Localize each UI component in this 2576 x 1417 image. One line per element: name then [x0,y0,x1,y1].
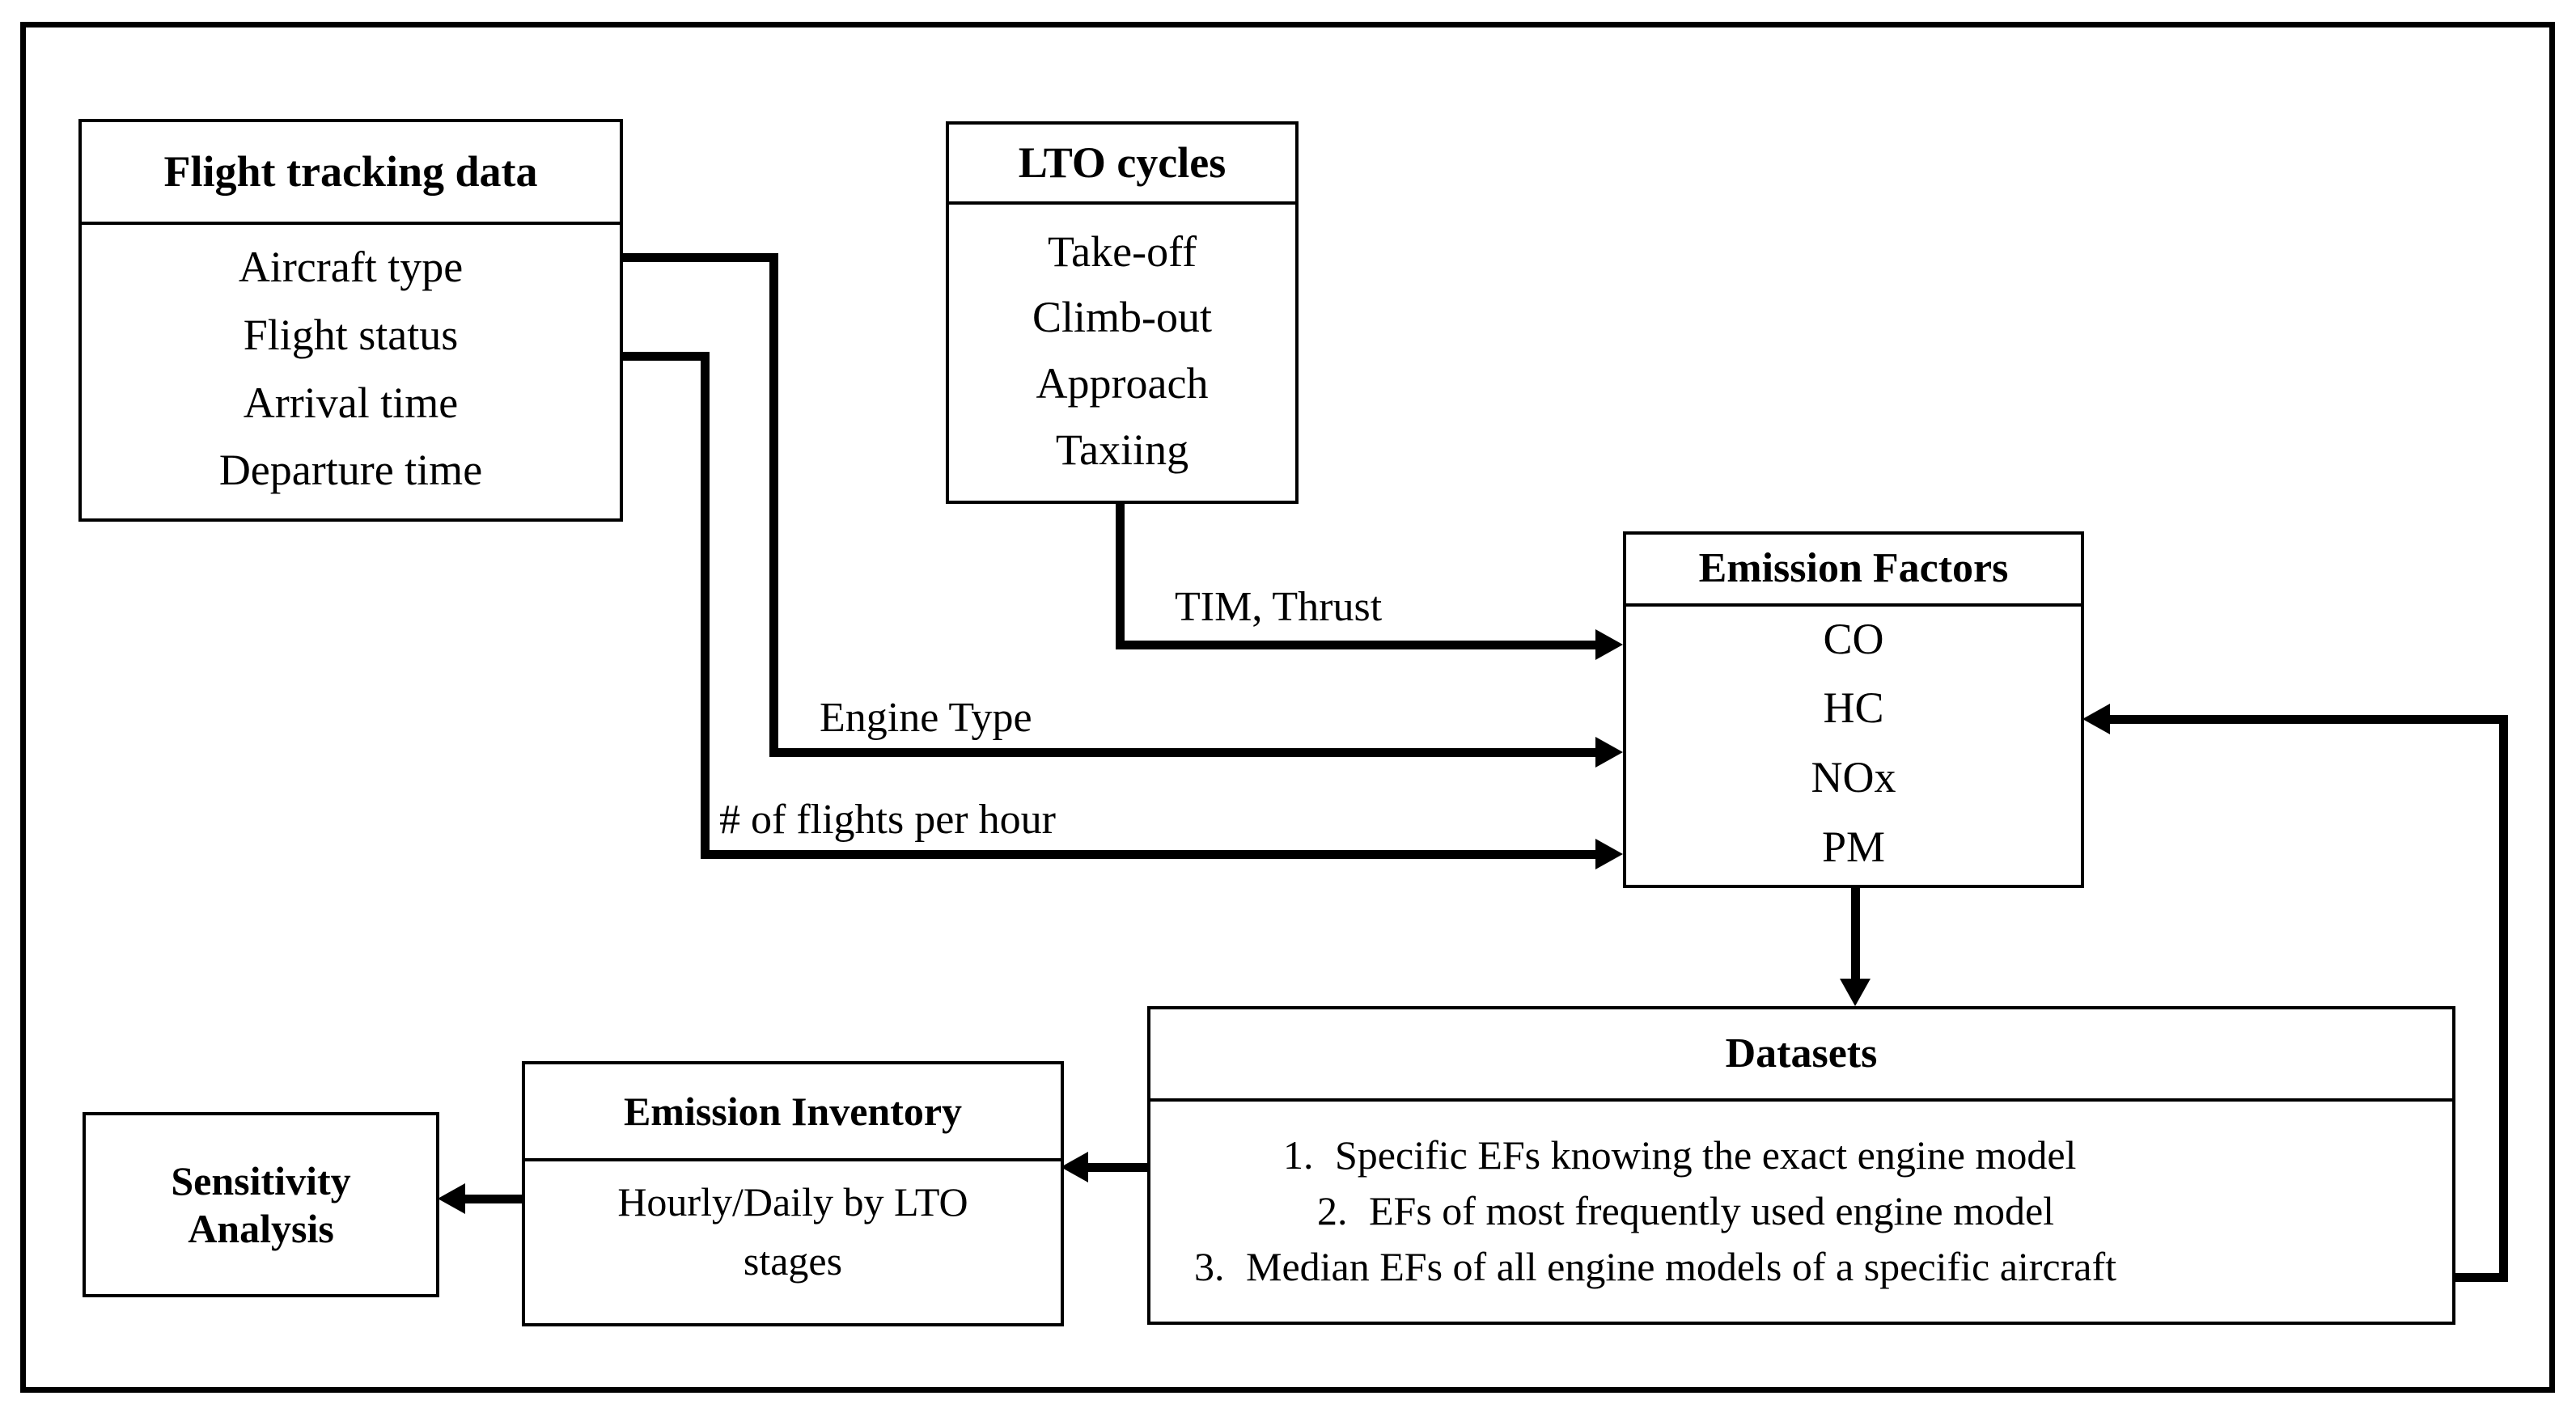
list-item: NOx [1811,753,1896,802]
node-lto-cycles-items: Take-off Climb-out Approach Taxiing [949,205,1295,501]
list-item: Hourly/Daily by LTO [617,1179,968,1225]
connector-inventory-to-sensitivity [465,1195,528,1203]
list-item-number: 2. [1317,1187,1348,1233]
arrowhead-datasets-to-inventory [1061,1152,1088,1182]
edge-label-tim-thrust: TIM, Thrust [1175,584,1383,630]
list-item: Aircraft type [238,243,464,292]
list-item: Arrival time [243,378,459,427]
node-datasets-title: Datasets [1150,1009,2452,1102]
arrowhead-inventory-to-sensitivity [438,1183,465,1214]
connector-flights-h1 [620,352,710,361]
edge-label-flights-per-hour: # of flights per hour [719,797,1056,843]
connector-feedback-top [2110,715,2508,724]
connector-lto-vertical [1116,504,1125,649]
connector-lto-horizontal [1116,641,1605,649]
connector-flights-vertical [701,352,710,850]
arrowhead-flights-to-emission-factors [1595,839,1623,869]
connector-enginetype-h2 [769,748,1605,757]
connector-feedback-bottom [2450,1273,2508,1282]
connector-datasets-to-inventory [1088,1163,1153,1172]
node-flight-tracking-data[interactable]: Flight tracking data Aircraft type Fligh… [78,119,623,522]
node-sensitivity-analysis-label: Sensitivity Analysis [171,1157,350,1253]
connector-enginetype-vertical [769,253,778,748]
list-item: 1. Specific EFs knowing the exact engine… [1194,1131,2076,1179]
node-emission-factors-title: Emission Factors [1626,535,2081,607]
list-item: Take-off [1047,226,1197,276]
node-emission-factors[interactable]: Emission Factors CO HC NOx PM [1623,531,2084,888]
connector-emissionfactors-to-datasets [1851,886,1860,983]
edge-label-engine-type: Engine Type [820,695,1032,741]
node-lto-cycles[interactable]: LTO cycles Take-off Climb-out Approach T… [946,121,1299,504]
node-emission-inventory[interactable]: Emission Inventory Hourly/Daily by LTO s… [522,1061,1064,1326]
arrowhead-emissionfactors-to-datasets [1840,979,1871,1006]
node-sensitivity-analysis[interactable]: Sensitivity Analysis [83,1112,439,1297]
connector-feedback-vertical [2499,715,2508,1282]
node-emission-factors-items: CO HC NOx PM [1626,607,2081,885]
list-item-number: 3. [1194,1243,1225,1289]
connector-flights-h2 [701,850,1605,859]
list-item-text: EFs of most frequently used engine model [1369,1187,2055,1233]
list-item: stages [743,1238,843,1284]
node-datasets[interactable]: Datasets 1. Specific EFs knowing the exa… [1147,1006,2455,1325]
list-item: Taxiing [1055,425,1189,474]
arrowhead-enginetype-to-emission-factors [1595,737,1623,768]
list-item: CO [1823,614,1884,663]
arrowhead-lto-to-emission-factors [1595,629,1623,660]
list-item: Approach [1036,359,1209,408]
list-item: HC [1823,683,1884,733]
node-emission-inventory-items: Hourly/Daily by LTO stages [525,1161,1061,1326]
node-flight-tracking-title: Flight tracking data [82,122,620,225]
list-item: 2. EFs of most frequently used engine mo… [1194,1187,2054,1235]
list-item-number: 1. [1283,1131,1314,1178]
list-item: Climb-out [1032,293,1212,342]
node-sensitivity-line1: Sensitivity [171,1157,351,1203]
list-item: 3. Median EFs of all engine models of a … [1194,1243,2116,1291]
arrowhead-feedback-to-emission-factors [2082,704,2110,734]
list-item-text: Specific EFs knowing the exact engine mo… [1335,1131,2077,1178]
list-item: PM [1821,822,1886,871]
node-flight-tracking-items: Aircraft type Flight status Arrival time… [82,225,620,518]
list-item-text: Median EFs of all engine models of a spe… [1246,1243,2117,1289]
connector-enginetype-h1 [620,253,778,262]
node-sensitivity-line2: Analysis [188,1205,334,1251]
node-lto-cycles-title: LTO cycles [949,125,1295,205]
node-emission-inventory-title: Emission Inventory [525,1064,1061,1161]
list-item: Flight status [243,310,459,359]
node-datasets-items: 1. Specific EFs knowing the exact engine… [1150,1102,2452,1325]
list-item: Departure time [218,446,483,495]
